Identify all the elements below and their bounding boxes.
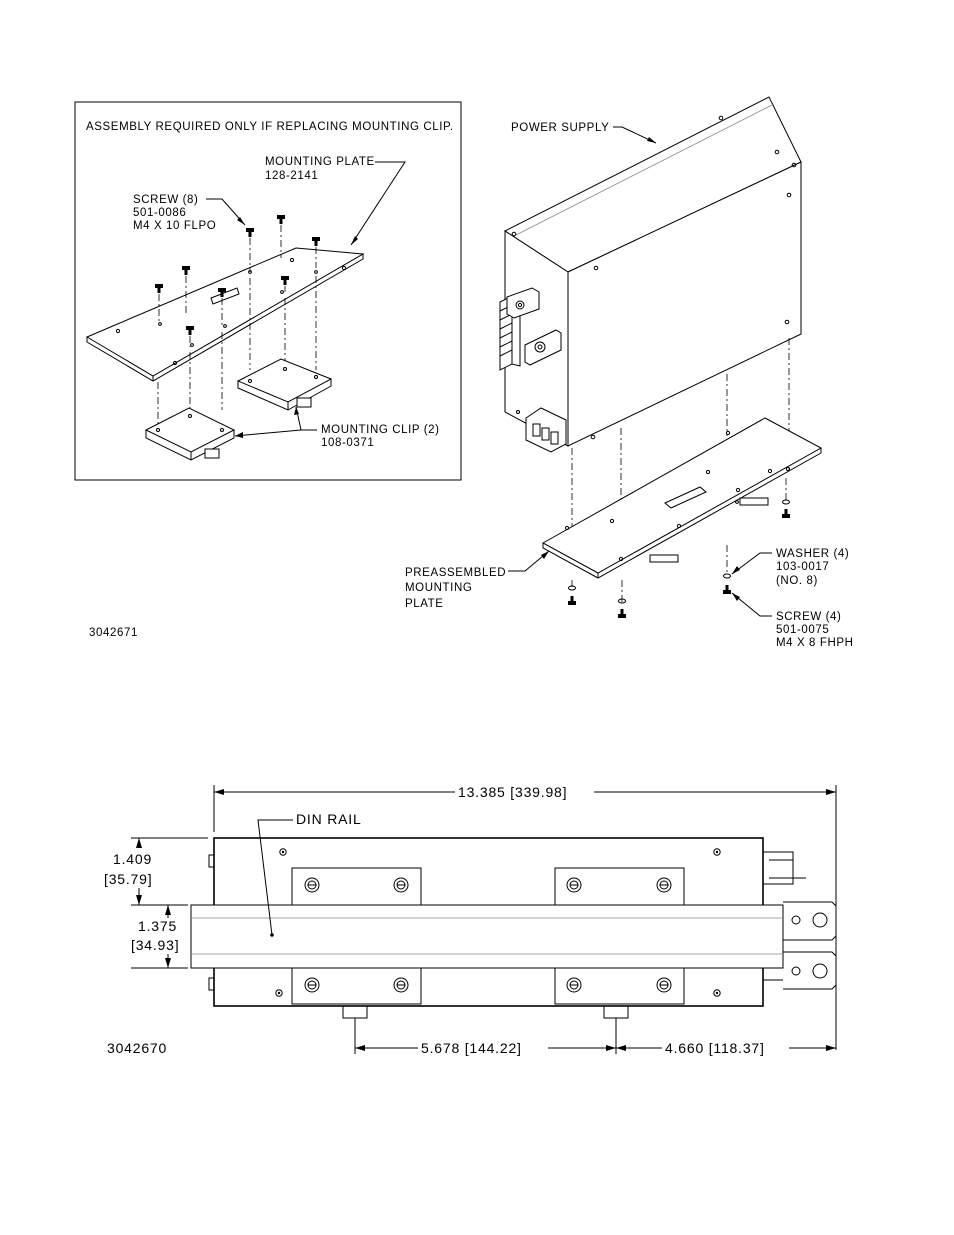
inset-frame — [74, 101, 462, 481]
screw-label: SCREW (4) — [776, 611, 841, 623]
preassembled-plate-drawing — [541, 417, 823, 579]
screw-set — [155, 215, 320, 335]
inset-screw-leader — [206, 198, 246, 226]
washer-part: 103-0017 — [776, 561, 829, 573]
power-supply-label: POWER SUPPLY — [511, 122, 609, 134]
clip-spacing-dim: 5.678 [144.22] — [421, 1040, 522, 1056]
inset-screw-desc: M4 X 10 FLPO — [133, 220, 216, 232]
din-rail-view — [190, 837, 837, 1019]
din-rail — [190, 904, 784, 969]
overall-length-dim: 13.385 [339.98] — [458, 784, 567, 800]
inset-panel: ASSEMBLY REQUIRED ONLY IF REPLACING MOUN… — [74, 101, 462, 481]
inset-screw-part: 501-0086 — [133, 207, 186, 219]
preassembled-leader — [508, 550, 550, 572]
screw-desc: M4 X 8 FHPH — [776, 637, 854, 649]
mounting-clip-upper — [236, 358, 333, 411]
power-supply-leader — [613, 126, 657, 144]
washer-label: WASHER (4) — [776, 548, 849, 560]
washer-desc: (NO. 8) — [776, 575, 818, 587]
inset-screw-label: SCREW (8) — [133, 194, 198, 206]
din-rail-label: DIN RAIL — [296, 811, 362, 827]
mounting-clip-leader-a — [234, 429, 317, 437]
mounting-clip-label: MOUNTING CLIP (2) — [321, 424, 440, 436]
top-height-in: 1.409 — [113, 851, 152, 867]
figure2-id: 3042670 — [107, 1040, 167, 1056]
preassembled-label-3: PLATE — [405, 598, 444, 610]
mounting-plate-leader — [350, 161, 406, 246]
rail-height-in: 1.375 — [138, 918, 177, 934]
rail-height-mm: [34.93] — [131, 937, 179, 953]
inset-note: ASSEMBLY REQUIRED ONLY IF REPLACING MOUN… — [86, 121, 454, 133]
dimension-lines — [131, 785, 837, 1054]
screw-part: 501-0075 — [776, 624, 829, 636]
mounting-clip-part: 108-0371 — [321, 437, 374, 449]
top-height-mm: [35.79] — [104, 871, 152, 887]
clip-to-end-dim: 4.660 [118.37] — [665, 1040, 765, 1056]
mounting-plate-part: 128-2141 — [265, 170, 318, 182]
screw-leader — [731, 592, 772, 617]
clip-screw — [304, 877, 672, 993]
mounting-plate-drawing — [85, 247, 365, 382]
mounting-plate-label: MOUNTING PLATE — [265, 156, 375, 168]
power-supply-drawing — [499, 96, 802, 453]
bottom-hardware — [568, 499, 790, 618]
preassembled-label-1: PREASSEMBLED — [405, 567, 506, 579]
mounting-clip-lower — [144, 407, 236, 461]
figure1-id: 3042671 — [89, 627, 138, 639]
preassembled-label-2: MOUNTING — [405, 582, 472, 594]
washer-leader — [731, 552, 772, 575]
